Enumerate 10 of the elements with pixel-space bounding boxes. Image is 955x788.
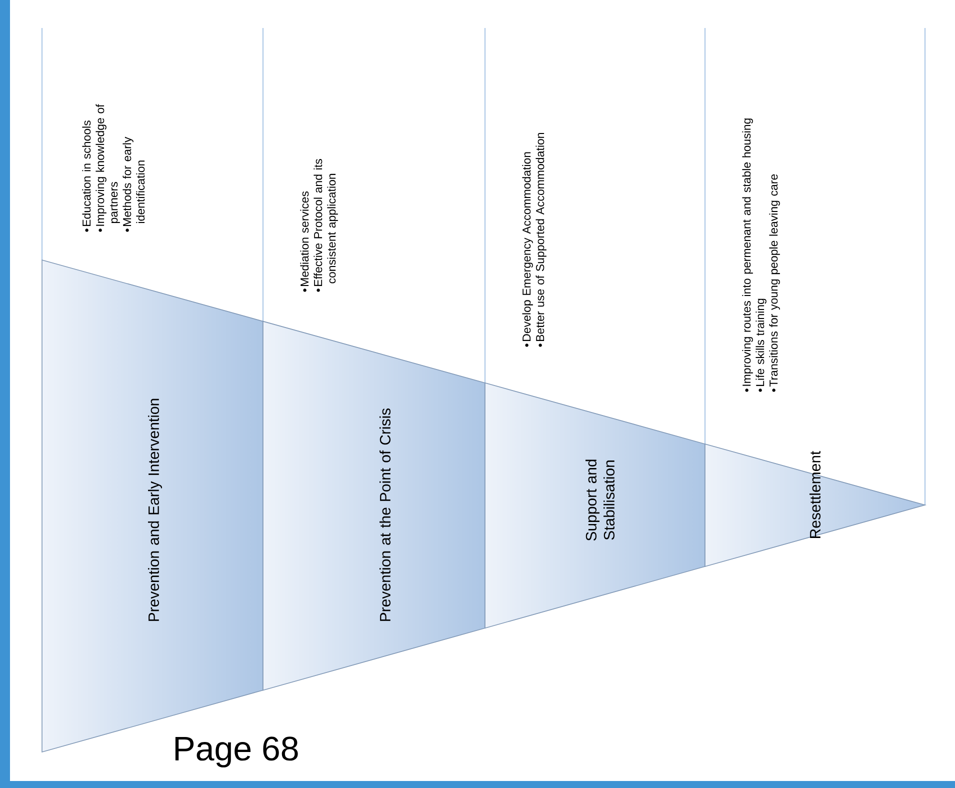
bullet-item: Better use of Supported Accommodation [536, 132, 546, 347]
bullet-item: Effective Protocol and its consistent application [314, 159, 338, 292]
bullet-item: Improving routes into permenant and stable housing [742, 118, 753, 392]
bullet-item: Transitions for young people leaving care [769, 174, 780, 392]
triangle-segment: Prevention at the Point of Crisis [262, 320, 486, 691]
bullet-item: Develop Emergency Accommodation [522, 152, 533, 347]
bullet-item: Improving knowledge of partners [96, 104, 120, 232]
bullet-item: Education in schools [82, 120, 91, 232]
bullet-item: Mediation services [300, 191, 309, 292]
bullet-item: Life skills training [756, 298, 766, 392]
